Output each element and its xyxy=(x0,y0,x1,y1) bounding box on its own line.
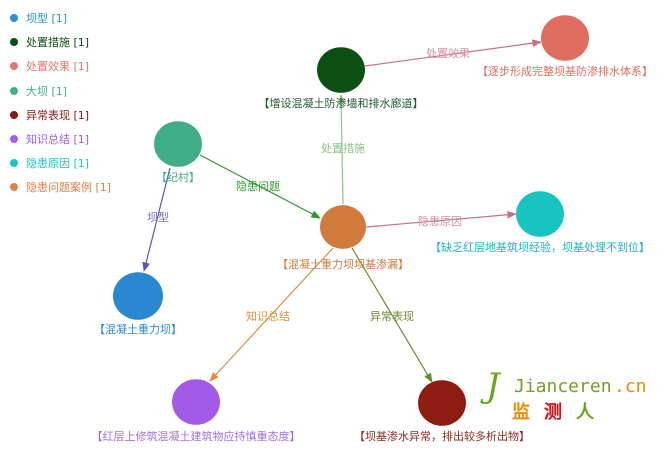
legend-label: 异常表现 [1] xyxy=(26,108,90,122)
node-measure[interactable]: 【增设混凝土防渗墙和排水廊道】 xyxy=(259,47,424,110)
legend-dot-icon xyxy=(10,135,18,144)
watermark-cn: 监测人 xyxy=(512,402,608,423)
node-label: 【纪村】 xyxy=(156,170,200,184)
edge-label: 处置效果 xyxy=(426,46,470,60)
edge-label: 处置措施 xyxy=(321,141,365,155)
legend-item[interactable]: 处置效果 [1] xyxy=(10,54,111,78)
node-circle[interactable] xyxy=(113,272,163,320)
edge-case-knowledge[interactable]: 知识总结 xyxy=(209,247,334,382)
node-cause[interactable]: 【缺乏红层地基筑坝经验，坝基处理不到位】 xyxy=(430,191,650,254)
edge-label: 知识总结 xyxy=(246,309,290,323)
legend-dot-icon xyxy=(10,159,18,168)
node-case[interactable]: 【混凝土重力坝坝基渗漏】 xyxy=(277,205,409,271)
node-circle[interactable] xyxy=(172,379,220,425)
legend: 坝型 [1] 处置措施 [1] 处置效果 [1] 大坝 [1] 异常表现 [1] 知识总结… xyxy=(10,6,111,200)
node-label: 【增设混凝土防渗墙和排水廊道】 xyxy=(259,96,424,110)
edge-case-measure[interactable]: 处置措施 xyxy=(321,94,365,205)
node-label: 【坝基渗水异常，排出较多析出物】 xyxy=(354,429,530,443)
node-circle[interactable] xyxy=(516,191,564,237)
watermark-brand: Jianceren xyxy=(514,376,612,397)
node-circle[interactable] xyxy=(418,380,466,426)
edge-case-cause[interactable]: 隐患原因 xyxy=(365,210,517,228)
edge-dam-type[interactable]: 坝型 xyxy=(142,167,171,272)
legend-dot-icon xyxy=(10,14,18,23)
edge-label: 异常表现 xyxy=(370,309,414,323)
edge-label: 坝型 xyxy=(147,210,169,224)
legend-dot-icon xyxy=(10,62,18,71)
node-knowledge[interactable]: 【红层上修筑混凝土建筑物应持慎重态度】 xyxy=(92,379,301,443)
legend-item[interactable]: 隐患原因 [1] xyxy=(10,151,111,175)
watermark-domain: .cn xyxy=(614,376,647,397)
legend-item[interactable]: 隐患问题案例 [1] xyxy=(10,175,111,199)
edge-measure-effect[interactable]: 处置效果 xyxy=(364,39,542,67)
legend-item[interactable]: 处置措施 [1] xyxy=(10,30,111,54)
node-label: 【缺乏红层地基筑坝经验，坝基处理不到位】 xyxy=(430,240,650,254)
legend-item[interactable]: 异常表现 [1] xyxy=(10,103,111,127)
edge-case-anomaly[interactable]: 异常表现 xyxy=(351,247,433,383)
edge-label: 隐患原因 xyxy=(418,215,462,228)
node-label: 【红层上修筑混凝土建筑物应持慎重态度】 xyxy=(92,429,301,443)
node-label: 【逐步形成完整坝基防渗排水体系】 xyxy=(477,64,653,78)
legend-label: 隐患问题案例 [1] xyxy=(26,181,112,195)
legend-label: 知识总结 [1] xyxy=(26,133,90,147)
legend-dot-icon xyxy=(10,110,18,119)
edge-dam-case[interactable]: 隐患问题 xyxy=(199,154,321,219)
node-circle[interactable] xyxy=(541,15,589,61)
legend-dot-icon xyxy=(10,86,18,95)
node-circle[interactable] xyxy=(317,47,365,93)
legend-label: 处置措施 [1] xyxy=(26,36,90,50)
node-anomaly[interactable]: 【坝基渗水异常，排出较多析出物】 xyxy=(354,380,530,443)
node-dam[interactable]: 【纪村】 xyxy=(154,121,202,184)
legend-item[interactable]: 坝型 [1] xyxy=(10,6,111,30)
edge-label: 隐患问题 xyxy=(236,180,280,193)
legend-label: 处置效果 [1] xyxy=(26,60,90,74)
node-label: 【混凝土重力坝】 xyxy=(94,322,182,336)
legend-dot-icon xyxy=(10,183,18,192)
node-circle[interactable] xyxy=(154,121,202,167)
legend-item[interactable]: 大坝 [1] xyxy=(10,79,111,103)
watermark-logo: J Jianceren .cn 监测人 xyxy=(486,366,660,426)
legend-dot-icon xyxy=(10,38,18,47)
legend-label: 坝型 [1] xyxy=(26,12,68,26)
legend-label: 隐患原因 [1] xyxy=(26,157,90,171)
legend-item[interactable]: 知识总结 [1] xyxy=(10,127,111,151)
node-circle[interactable] xyxy=(320,205,366,249)
node-label: 【混凝土重力坝坝基渗漏】 xyxy=(277,257,409,271)
node-type[interactable]: 【混凝土重力坝】 xyxy=(94,272,182,336)
watermark-j-glyph: J xyxy=(486,366,500,406)
legend-label: 大坝 [1] xyxy=(26,84,68,98)
node-effect[interactable]: 【逐步形成完整坝基防渗排水体系】 xyxy=(477,15,653,78)
